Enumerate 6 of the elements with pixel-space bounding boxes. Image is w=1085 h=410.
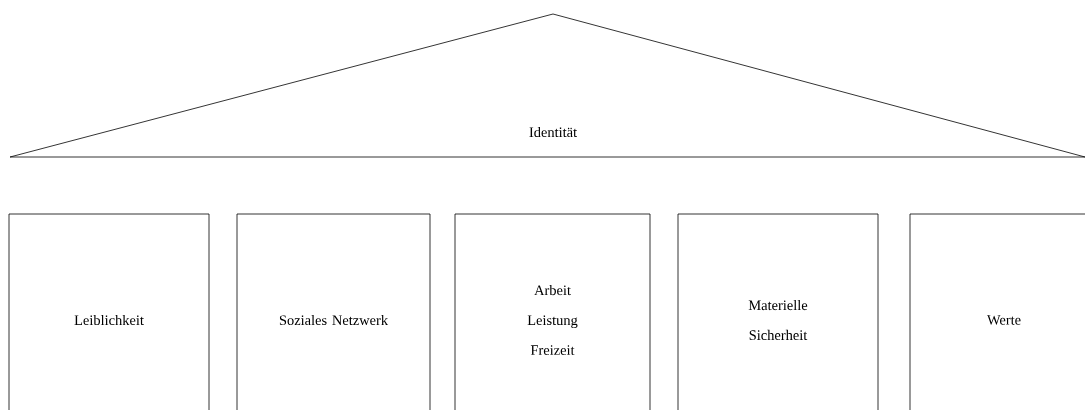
roof-triangle: Identität <box>9 13 1085 158</box>
pillar-box: Soziales Netzwerk <box>236 213 431 410</box>
pillar-box: Leiblichkeit <box>8 213 210 410</box>
pillar-box: Materielle Sicherheit <box>677 213 879 410</box>
pillar-box: Arbeit Leistung Freizeit <box>454 213 651 410</box>
pillar-box: Werte <box>909 213 1085 410</box>
